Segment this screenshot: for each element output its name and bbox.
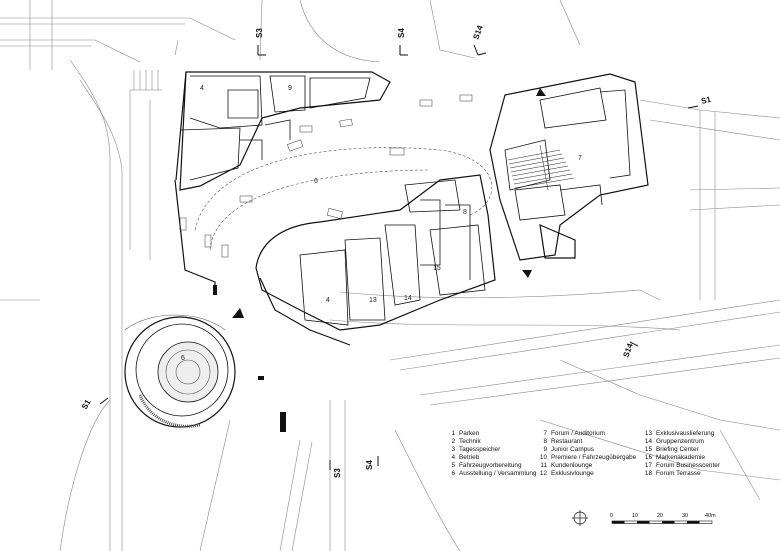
section-label-s4-top: S4: [397, 28, 406, 38]
scale-tick: 10: [632, 513, 638, 519]
scale-tick: 30: [682, 513, 688, 519]
room-number: 7: [578, 155, 582, 162]
room-number: 14: [404, 295, 412, 302]
building-outline: [174, 71, 649, 346]
section-label-s1-left: S1: [80, 398, 93, 411]
section-label-s3-top: S3: [255, 28, 264, 38]
scale-tick: 0: [610, 513, 613, 519]
section-label-s14-top: S14: [471, 24, 485, 41]
room-number: 4: [200, 85, 204, 92]
section-label-s1-right: S1: [700, 95, 712, 106]
section-markers: [99, 44, 699, 470]
car-symbols: [179, 94, 473, 258]
interior-walls: [179, 75, 631, 326]
section-label-s3-bottom: S3: [333, 468, 342, 478]
parking-grid: [130, 70, 162, 91]
room-number: 8: [463, 209, 467, 216]
room-number: 15: [433, 265, 441, 272]
section-label-s4-bottom: S4: [365, 460, 374, 470]
section-label-s14-bottom: S14: [621, 342, 635, 359]
auditorium-seating: [507, 144, 575, 191]
room-number: 9: [288, 85, 292, 92]
room-number: 13: [369, 297, 377, 304]
scale-tick: 20: [657, 513, 663, 519]
scale-bar: 0 10 20 30 40m: [610, 513, 716, 524]
exhibition-oval: [194, 147, 493, 251]
room-number: 4: [326, 297, 330, 304]
solid-accents: [213, 88, 546, 432]
room-number: 6: [314, 178, 318, 185]
north-arrow-icon: [572, 510, 588, 526]
rotunda: [124, 314, 236, 428]
room-number: 6: [181, 355, 185, 362]
scale-tick: 40m: [705, 513, 716, 519]
